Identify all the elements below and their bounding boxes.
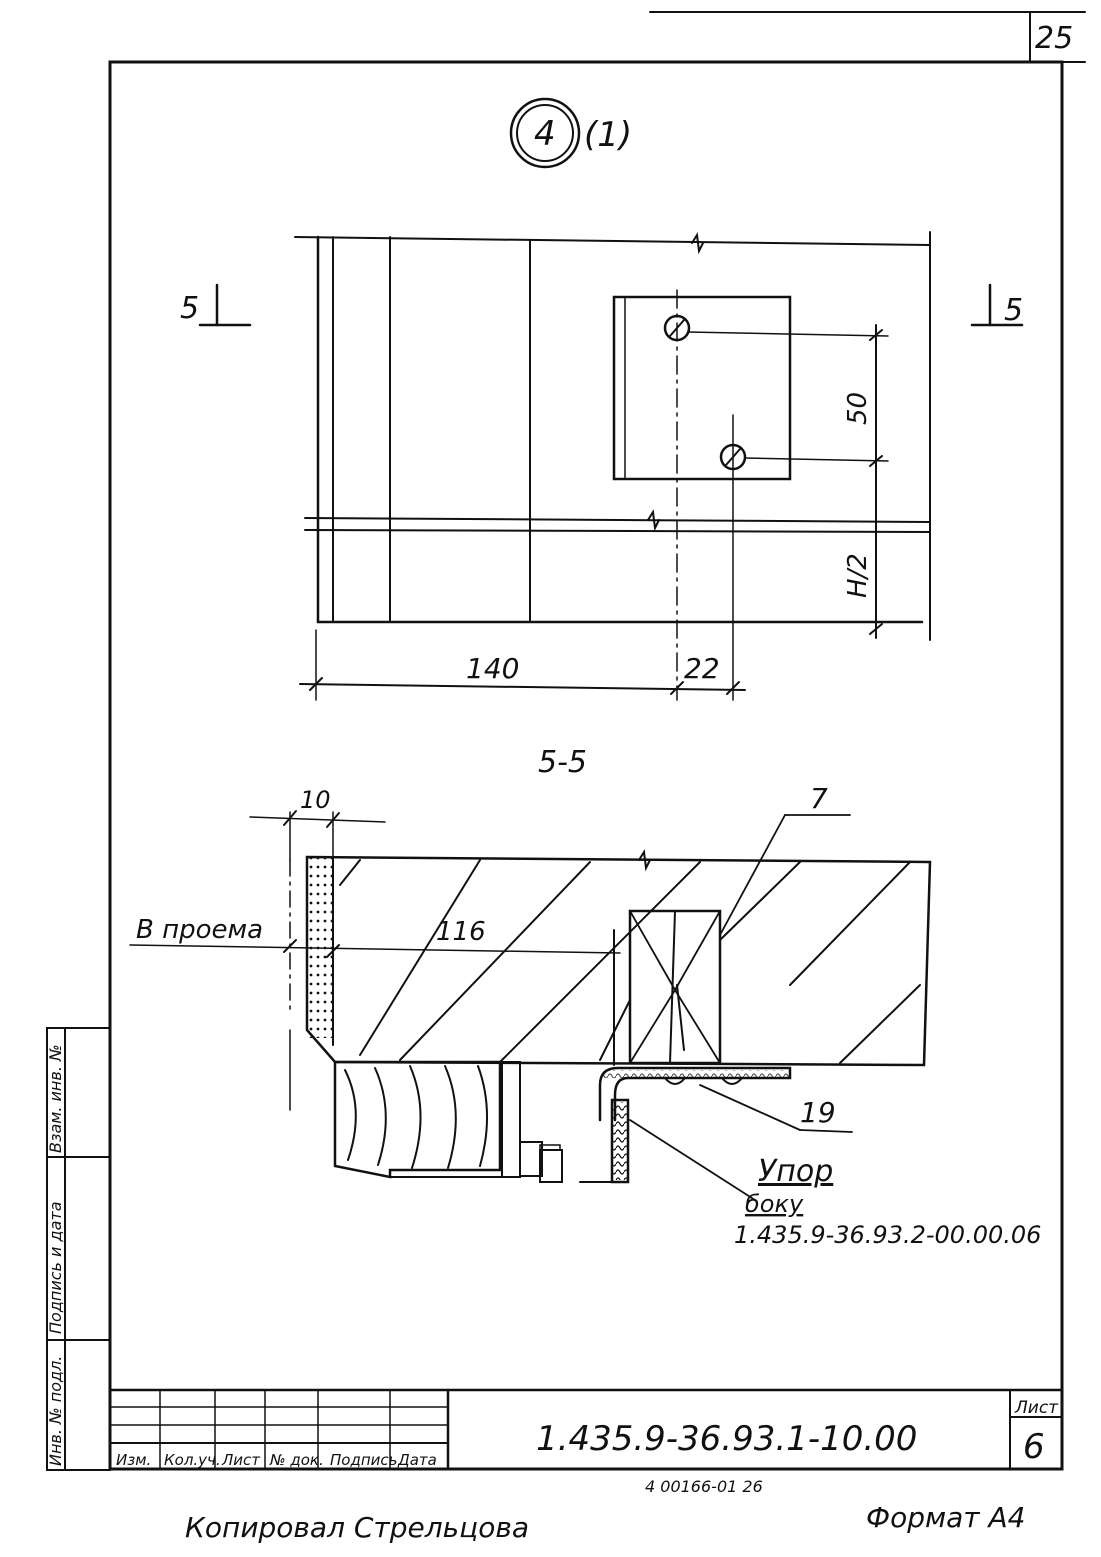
title-block: Изм. Кол.уч. Лист № док. Подпись Дата 1.…: [108, 1388, 1064, 1471]
stamp-original-inv: Инв. № подл.: [46, 1356, 65, 1466]
archive-number: 4 00166-01 26: [645, 1477, 763, 1496]
stamp-replacement-inv: Взам. инв. №: [46, 1044, 65, 1153]
section-title: 5-5: [538, 745, 587, 780]
callout-7: 7: [810, 782, 828, 815]
callout-19: 19: [800, 1096, 836, 1129]
stop-code: 1.435.9-36.93.2-00.00.06: [734, 1221, 1041, 1249]
header-signature: Подпись: [330, 1451, 397, 1469]
dim-116: 116: [436, 917, 486, 947]
document-code: 1.435.9-36.93.1-10.00: [536, 1419, 917, 1459]
dim-h2: H/2: [843, 553, 873, 598]
detail-number: 4: [534, 114, 556, 154]
header-doc-no: № док.: [269, 1451, 324, 1469]
dim-22: 22: [684, 652, 720, 685]
left-margin-stamp: Взам. инв. № Подпись и дата Инв. № подл.: [46, 1027, 111, 1471]
stamp-signature-date: Подпись и дата: [46, 1201, 65, 1334]
page-number-box: 25: [649, 11, 1086, 63]
label-opening: В проема: [136, 915, 263, 945]
copied-by: Копировал Стрельцова: [185, 1511, 529, 1544]
detail-marker: 4 (1): [509, 97, 632, 169]
section-mark-left: 5: [180, 291, 199, 326]
stop-subtitle: боку: [745, 1190, 804, 1218]
dim-140: 140: [466, 652, 519, 685]
sheet-label: Лист: [1014, 1398, 1059, 1418]
sheet-format: Формат А4: [866, 1501, 1025, 1534]
detail-reference: (1): [584, 115, 632, 155]
drawing-frame: [108, 60, 1064, 1471]
dim-10: 10: [300, 786, 331, 814]
header-date: Дата: [397, 1451, 437, 1469]
plan-view: 50 H/2 140 22 5 5: [180, 231, 1024, 701]
sheet-number: 6: [1023, 1427, 1045, 1467]
footer: 4 00166-01 26 Копировал Стрельцова Форма…: [185, 1477, 1025, 1544]
section-view: 5-5 10 В проема 116 7 19: [129, 745, 1041, 1249]
dim-50: 50: [843, 392, 873, 425]
header-list: Лист: [221, 1451, 261, 1469]
stop-title: Упор: [758, 1154, 833, 1189]
page-number: 25: [1035, 21, 1073, 56]
header-kol-uch: Кол.уч.: [164, 1451, 221, 1469]
section-mark-right: 5: [1004, 293, 1023, 328]
header-izm: Изм.: [116, 1451, 151, 1469]
